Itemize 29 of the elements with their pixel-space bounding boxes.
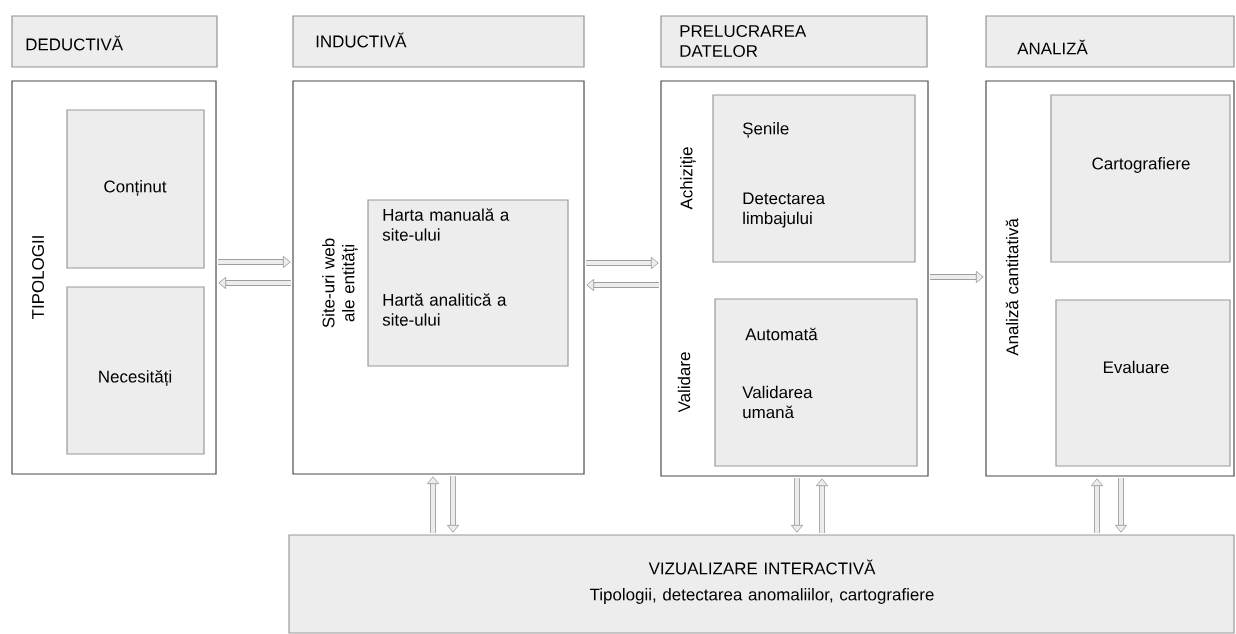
content-box: Evaluare: [1055, 299, 1231, 467]
content-box: Necesități: [66, 286, 205, 455]
arrow: [815, 478, 829, 533]
content-box: Conținut: [66, 109, 205, 269]
content-box: Șenile Detectarea limbajului: [712, 94, 916, 263]
arrow: [790, 478, 804, 533]
arrow: [218, 255, 291, 269]
header-box: ANALIZĂ: [985, 15, 1235, 68]
content-box: Harta manuală a site-ului Hartă analitică a site-ului: [367, 199, 569, 367]
content-box: Automată Validarea umană: [714, 298, 918, 467]
header-box: PRELUCRAREA DATELOR: [660, 15, 928, 68]
side-label: Achiziție: [680, 147, 696, 210]
node-label: Validarea umană: [742, 385, 813, 419]
header-box: INDUCTIVĂ: [292, 15, 585, 68]
arrow: [446, 476, 460, 533]
node-label: Automată: [745, 327, 818, 341]
side-label: Validare: [677, 352, 691, 413]
content-box: Cartografiere: [1050, 94, 1231, 263]
arrow: [426, 476, 440, 533]
header-box: DEDUCTIVĂ: [11, 15, 218, 68]
arrow: [218, 276, 291, 290]
node-label: Detectarea limbajului: [743, 192, 826, 228]
arrow: [930, 270, 984, 284]
bottom-band: VIZUALIZARE INTERACTIVĂ Tipologii, detectarea anomaliilor, cartografiere: [288, 534, 1235, 634]
arrow: [586, 256, 659, 270]
arrow: [586, 278, 659, 292]
arrow: [1114, 478, 1128, 533]
arrow: [1090, 478, 1104, 533]
node-label: Șenile: [742, 122, 789, 138]
